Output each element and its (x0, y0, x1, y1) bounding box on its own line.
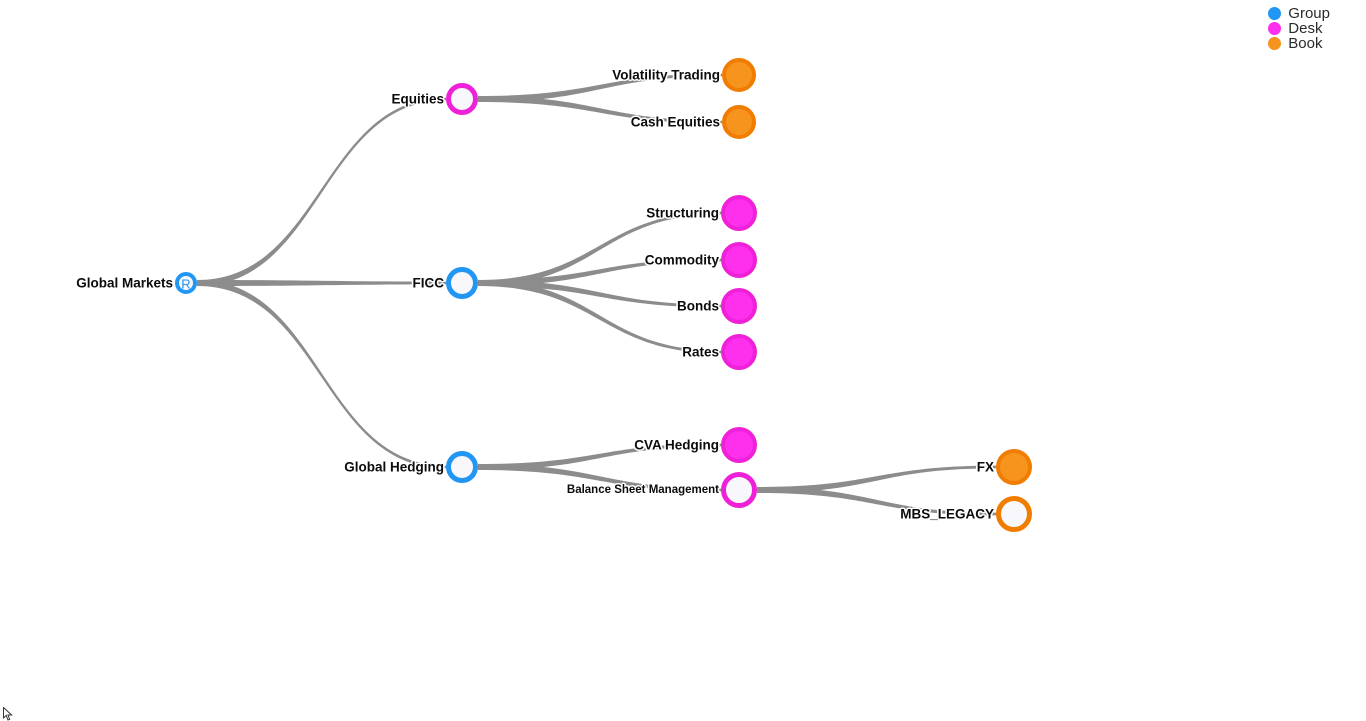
node-volatility[interactable] (722, 58, 756, 92)
edge-global-markets-to-ficc (197, 280, 446, 286)
circle-swatch-book-icon (1268, 37, 1282, 50)
node-commodity[interactable] (721, 242, 757, 278)
legend-item-desk[interactable]: Desk (1268, 21, 1330, 36)
node-global-markets[interactable] (175, 272, 197, 294)
edge-bsm-to-fx (757, 465, 996, 493)
edge-ficc-to-commodity (478, 258, 721, 286)
node-cva-hedging[interactable] (721, 427, 757, 463)
node-structuring[interactable] (721, 195, 757, 231)
legend-label-book: Book (1288, 35, 1323, 52)
node-fx[interactable] (996, 449, 1032, 485)
edge-ficc-to-rates (478, 280, 721, 354)
edge-equities-to-volatility (478, 73, 722, 102)
node-bonds[interactable] (721, 288, 757, 324)
edge-ficc-to-structuring (478, 211, 721, 286)
legend-label-desk: Desk (1288, 20, 1323, 37)
circle-swatch-desk-icon (1268, 22, 1282, 35)
circle-swatch-group-icon (1268, 7, 1282, 20)
node-cash-equities[interactable] (722, 105, 756, 139)
edge-ficc-to-bonds (478, 280, 721, 308)
node-bsm[interactable] (721, 472, 757, 508)
node-global-hedging[interactable] (446, 451, 478, 483)
node-equities[interactable] (446, 83, 478, 115)
edge-global-hedging-to-bsm (478, 464, 721, 492)
mouse-pointer-icon (3, 707, 13, 721)
node-ficc[interactable] (446, 267, 478, 299)
legend-item-group[interactable]: Group (1268, 6, 1330, 21)
legend: Group Desk Book (1268, 6, 1330, 51)
legend-item-book[interactable]: Book (1268, 36, 1330, 51)
legend-label-group: Group (1288, 5, 1330, 22)
edge-equities-to-cash-equities (478, 96, 722, 124)
node-rates[interactable] (721, 334, 757, 370)
edge-bsm-to-mbs-legacy (757, 487, 996, 516)
edge-global-markets-to-equities (197, 97, 446, 286)
node-mbs-legacy[interactable] (996, 496, 1032, 532)
edge-global-markets-to-global-hedging (197, 280, 446, 469)
edge-global-hedging-to-cva-hedging (478, 443, 721, 470)
